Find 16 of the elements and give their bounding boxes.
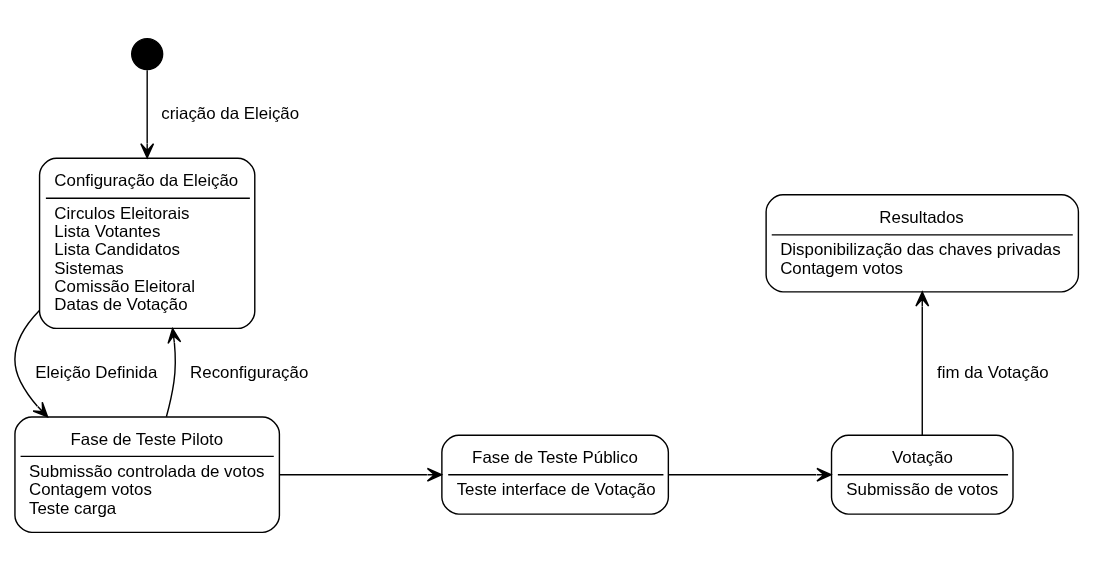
arrow [278, 467, 443, 482]
arrow [14, 309, 49, 417]
node-box: Votação Submissão de votos [830, 434, 1014, 515]
node-box: Fase de Teste Público Teste interface de Votação [441, 434, 670, 515]
edge-label: Eleição Definida [35, 362, 158, 382]
arrow [140, 68, 155, 158]
arrow [667, 467, 832, 482]
arrow [915, 290, 930, 436]
arrow [165, 327, 182, 417]
node-box: Fase de Teste Piloto Submissão controlada de votos Contagem votos Teste carga [14, 415, 281, 533]
node-box: Resultados Disponibilização das chaves privadas Contagem votos [765, 193, 1080, 293]
edge-label: fim da Votação [937, 362, 1049, 382]
node-circle [131, 37, 164, 70]
edge-label: criação da Eleição [161, 103, 300, 123]
edge-label: Reconfiguração [190, 362, 309, 382]
node-box: Configuração da Eleição Circulos Eleitorais Lista Votantes Lista Candidatos Sistemas Comissão Eleitoral Datas de Votação [38, 157, 256, 329]
